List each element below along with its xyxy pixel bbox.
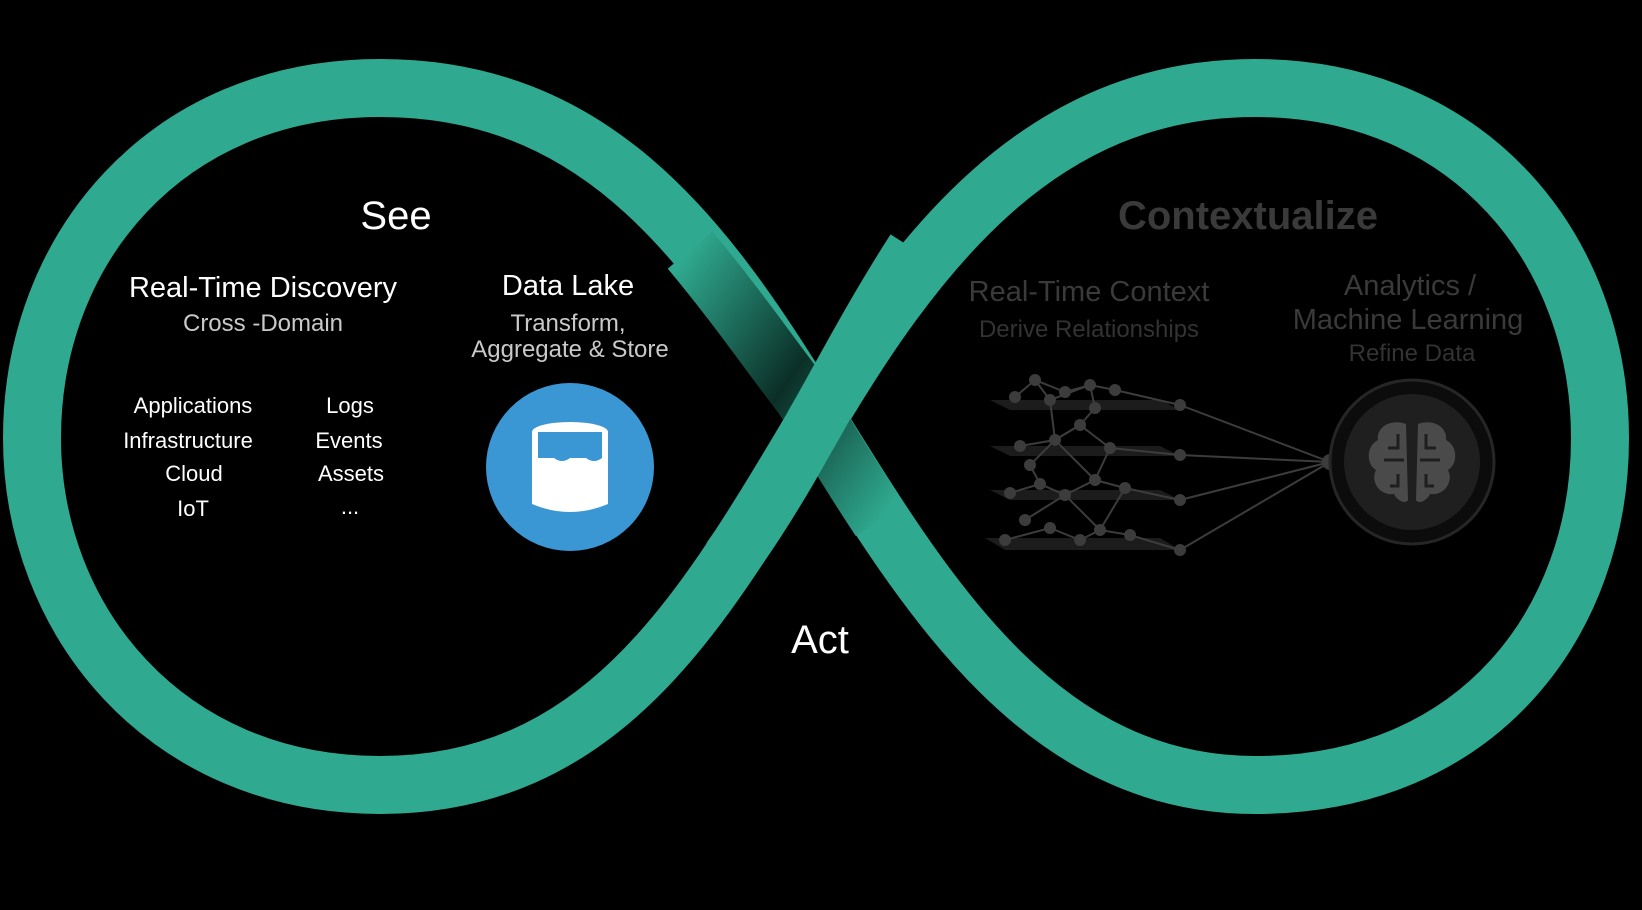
context-subtitle: Derive Relationships: [978, 316, 1200, 343]
data-lake-title: Data Lake: [501, 270, 635, 302]
discovery-title: Real-Time Discovery: [128, 272, 398, 304]
brain-icon: [1328, 378, 1496, 546]
layered-graph-icon: [985, 374, 1338, 556]
source-item: Applications: [133, 393, 253, 418]
source-item: Cloud: [165, 461, 223, 486]
source-item: Logs: [326, 393, 374, 418]
source-item: Infrastructure: [123, 428, 253, 453]
see-title: See: [360, 194, 432, 238]
source-item: IoT: [177, 496, 209, 521]
source-item: ...: [340, 494, 360, 519]
act-title: Act: [791, 618, 849, 662]
source-item: Events: [315, 428, 383, 453]
analytics-title-line1: Analytics /: [1343, 270, 1477, 302]
loop-overpass: [706, 234, 940, 577]
database-icon: [486, 383, 654, 551]
source-item: Assets: [317, 461, 385, 486]
data-lake-subtitle-line2: Aggregate & Store: [471, 336, 669, 363]
discovery-subtitle: Cross -Domain: [182, 310, 344, 337]
contextualize-title: Contextualize: [1117, 194, 1379, 238]
context-title: Real-Time Context: [968, 276, 1210, 308]
analytics-title-line2: Machine Learning: [1292, 304, 1524, 336]
infinity-loop: [3, 59, 1629, 814]
data-lake-subtitle-line1: Transform,: [510, 310, 626, 337]
analytics-subtitle: Refine Data: [1348, 340, 1476, 367]
